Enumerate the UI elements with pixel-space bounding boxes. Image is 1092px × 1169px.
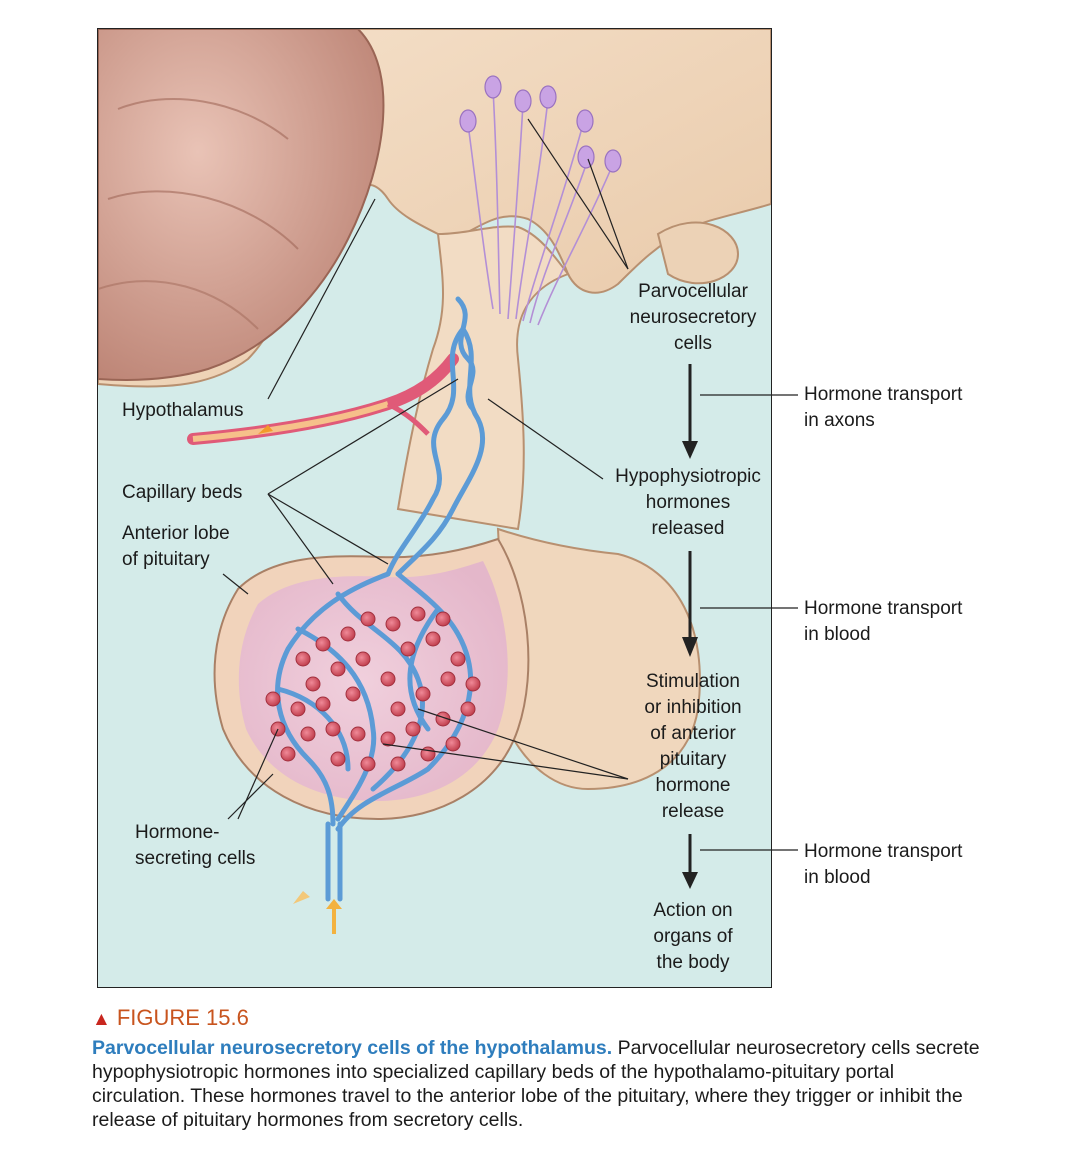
label-action-line3: the body [656,952,730,973]
label-stimulation: Stimulation or inhibition of anterior pi… [598,669,771,825]
figure-number: ▲FIGURE 15.6 [92,1004,992,1034]
label-anterior-lobe-line2: of pituitary [122,549,210,570]
label-stimulation-line4: pituitary [659,749,727,770]
label-action-line1: Action on [653,900,733,921]
caption-title: Parvocellular neurosecretory cells of th… [92,1037,613,1059]
label-capillary-beds: Capillary beds [122,482,243,503]
label-hormone-secreting-line2: secreting cells [135,848,256,869]
label-stimulation-line6: release [661,801,725,822]
label-action-line2: organs of [653,926,733,947]
label-action-on-organs: Action on organs of the body [598,898,771,976]
label-hypophysiotropic-line3: released [651,518,725,539]
label-hypophysiotropic: Hypophysiotropic hormones released [603,464,771,542]
pituitary-stalk [396,225,570,531]
label-hypothalamus: Hypothalamus [122,400,244,421]
label-hypophysiotropic-line2: hormones [645,492,731,513]
side-label-transport-blood-1-line1: Hormone transport [804,598,963,619]
side-label-transport-axons-line2: in axons [804,410,875,431]
caption-body: Parvocellular neurosecretory cells of th… [92,1036,992,1132]
label-anterior-lobe-line1: Anterior lobe [122,523,230,544]
figure-panel: Hypothalamus Capillary beds Anterior lob… [97,28,772,988]
label-pointer-lines [222,118,629,820]
side-label-transport-blood-2-line1: Hormone transport [804,841,963,862]
label-parvocellular-line2: neurosecretory [629,307,757,328]
side-label-transport-blood-1-line2: in blood [804,624,871,645]
label-stimulation-line3: of anterior [650,723,736,744]
label-parvocellular-line1: Parvocellular [638,281,748,302]
label-hypophysiotropic-line1: Hypophysiotropic [615,466,761,487]
label-stimulation-line1: Stimulation [646,671,740,692]
hormone-secreting-cells [265,606,481,772]
figure-caption: ▲FIGURE 15.6 Parvocellular neurosecretor… [92,1004,992,1132]
label-hormone-secreting-cells: Hormone- secreting cells [135,820,255,872]
label-stimulation-line5: hormone [655,775,731,796]
figure-number-text: FIGURE 15.6 [116,1005,249,1030]
label-hormone-secreting-line1: Hormone- [135,822,220,843]
side-label-transport-axons: Hormone transport in axons [804,382,962,434]
flow-arrows [682,364,698,889]
side-label-transport-blood-2-line2: in blood [804,867,871,888]
side-label-transport-blood-1: Hormone transport in blood [804,596,962,648]
triangle-icon: ▲ [92,1009,111,1030]
label-parvocellular: Parvocellular neurosecretory cells [598,279,771,357]
parvocellular-neurons [467,88,614,326]
label-parvocellular-line3: cells [673,333,712,354]
side-connectors [700,394,798,851]
anatomy-illustration [98,29,771,934]
caption-text: Parvocellular neurosecretory cells secre… [92,1037,980,1131]
label-stimulation-line2: or inhibition [644,697,742,718]
label-anterior-lobe: Anterior lobe of pituitary [122,521,230,573]
side-label-transport-blood-2: Hormone transport in blood [804,839,962,891]
side-label-transport-axons-line1: Hormone transport [804,384,963,405]
brain-fold [98,29,385,381]
